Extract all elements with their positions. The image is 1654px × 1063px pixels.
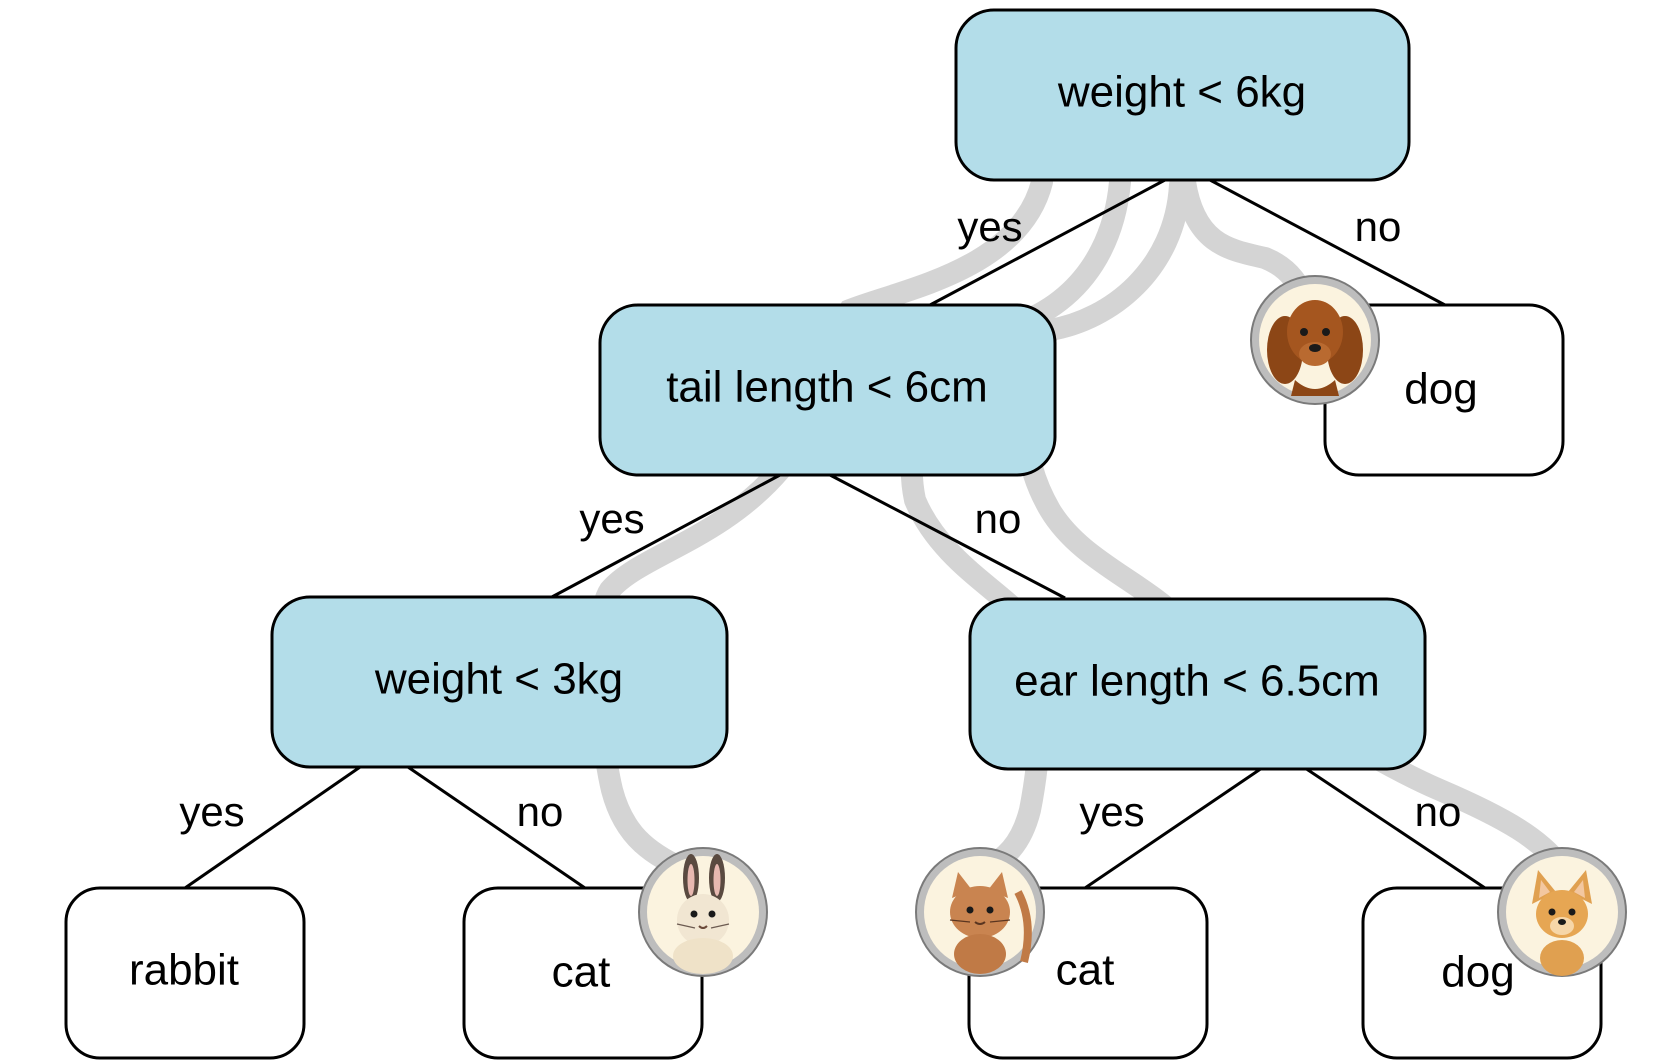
rabbit-icon (638, 847, 768, 977)
node-weight3-label: weight < 3kg (374, 655, 623, 704)
edge-tail-no-label: no (975, 495, 1022, 542)
edge-ear-no-label: no (1415, 788, 1462, 835)
trail-rabbit (587, 171, 1053, 881)
edge-weight3-yes (184, 763, 364, 890)
edge-ear-no (1304, 766, 1486, 890)
edge-weight3-no-label: no (517, 788, 564, 835)
edge-weight3-yes-label: yes (179, 788, 244, 835)
edge-ear-yes (1084, 766, 1263, 890)
spaniel-dog-icon (1250, 275, 1380, 405)
node-weight-3kg: weight < 3kg (270, 595, 729, 769)
edge-root-yes-label: yes (957, 203, 1022, 250)
edge-root-no (1209, 178, 1446, 307)
leaf-rabbit: rabbit (64, 886, 306, 1060)
leaf-cat-left-label: cat (552, 948, 611, 997)
leaf-cat-right-label: cat (1056, 946, 1115, 995)
leaf-dog-top-label: dog (1404, 365, 1477, 414)
leaf-dog-bottom-label: dog (1441, 948, 1514, 997)
edge-root-no-label: no (1355, 203, 1402, 250)
edge-tail-no (829, 473, 1066, 600)
node-ear-length: ear length < 6.5cm (968, 597, 1427, 771)
tree-connectors (184, 178, 1486, 890)
leaf-rabbit-label: rabbit (129, 946, 239, 995)
edge-ear-yes-label: yes (1079, 788, 1144, 835)
leaf-dog-top: dog (1323, 303, 1565, 477)
edge-tail-yes (549, 473, 781, 600)
edge-tail-yes-label: yes (579, 495, 644, 542)
node-root: weight < 6kg (954, 8, 1411, 182)
node-tail-length: tail length < 6cm (598, 303, 1057, 477)
node-tail-label: tail length < 6cm (666, 363, 988, 412)
trail-dog-bottom (1014, 174, 1571, 876)
chihuahua-dog-icon (1497, 847, 1627, 977)
node-ear-label: ear length < 6.5cm (1014, 657, 1380, 706)
cat-icon (915, 847, 1045, 977)
node-root-label: weight < 6kg (1057, 68, 1306, 117)
edge-root-yes (929, 178, 1166, 307)
edge-weight3-no (404, 763, 586, 890)
